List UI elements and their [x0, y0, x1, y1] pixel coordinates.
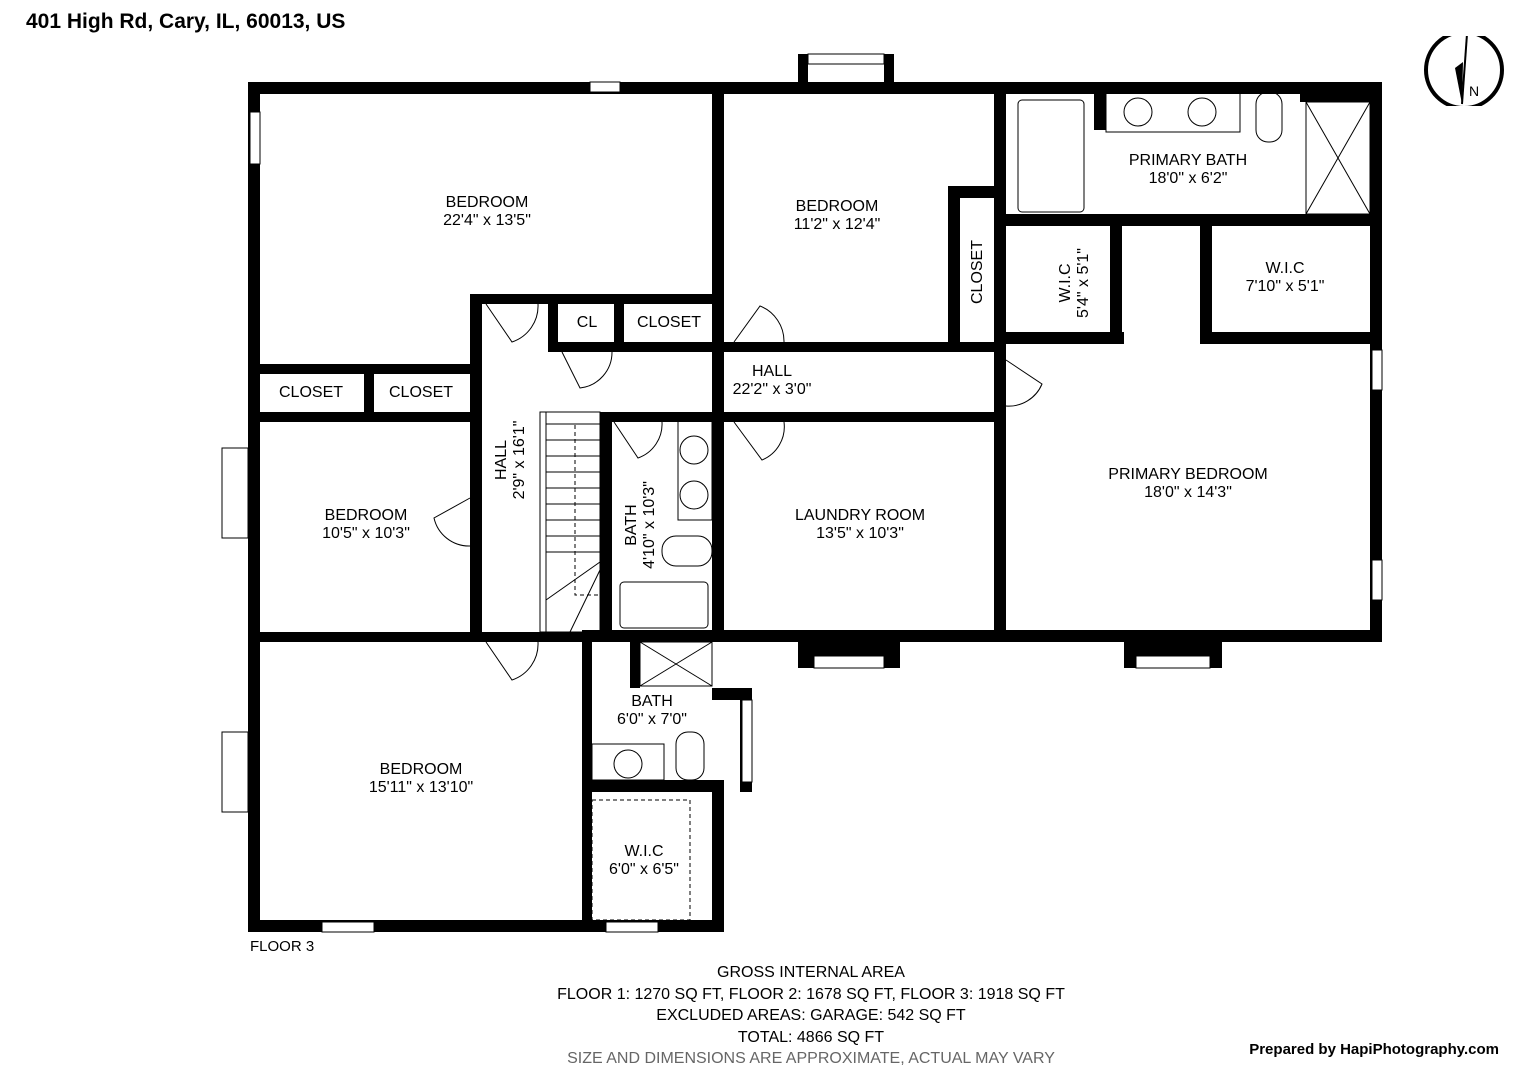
room-label-closet-top: CLOSET [636, 314, 702, 331]
svg-text:N: N [1469, 83, 1479, 99]
area-total: TOTAL: 4866 SQ FT [737, 1028, 885, 1046]
property-address: 401 High Rd, Cary, IL, 60013, US [26, 10, 346, 33]
room-label-closet-right: CLOSET [969, 239, 986, 305]
room-label-cl: CL [576, 314, 598, 331]
area-floors: FLOOR 1: 1270 SQ FT, FLOOR 2: 1678 SQ FT… [557, 985, 1065, 1003]
floor-label: FLOOR 3 [250, 938, 315, 955]
room-label-closet-left-2: CLOSET [388, 384, 454, 401]
area-heading: GROSS INTERNAL AREA [717, 964, 905, 981]
room-label-closet-left-1: CLOSET [278, 384, 344, 401]
area-excluded: EXCLUDED AREAS: GARAGE: 542 SQ FT [656, 1007, 966, 1024]
area-disclaimer: SIZE AND DIMENSIONS ARE APPROXIMATE, ACT… [567, 1050, 1055, 1067]
area-summary: GROSS INTERNAL AREA FLOOR 1: 1270 SQ FT,… [557, 962, 1065, 1070]
credit-text: Prepared by HapiPhotography.com [1249, 1041, 1499, 1058]
